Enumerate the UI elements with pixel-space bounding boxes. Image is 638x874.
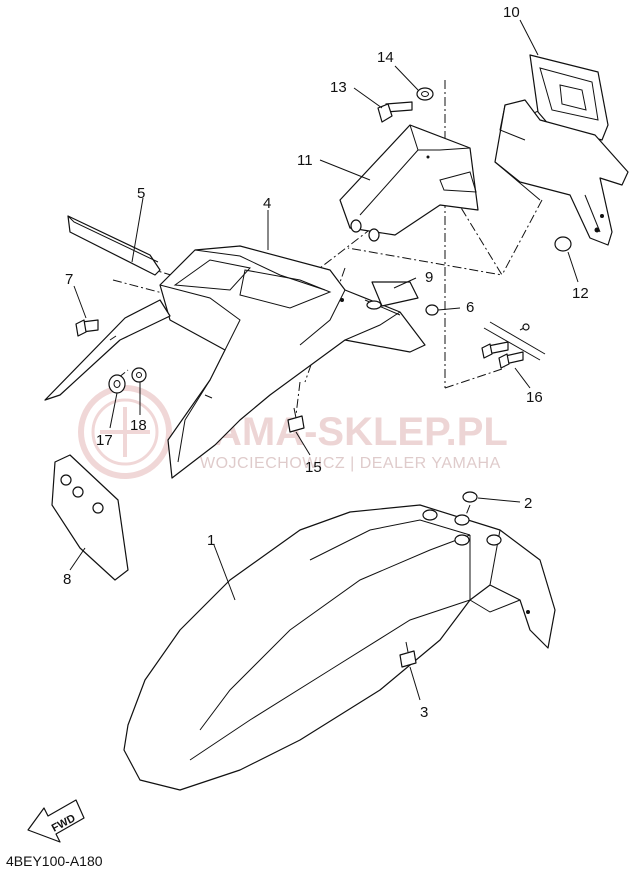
bolt-15 bbox=[287, 407, 305, 433]
rear-fender bbox=[159, 245, 426, 479]
bolt-3 bbox=[399, 641, 417, 668]
decal-label bbox=[371, 281, 419, 307]
watermark-logo bbox=[78, 385, 172, 479]
watermark-sub-text: WOJCIECHOWICZ | DEALER YAMAHA bbox=[200, 455, 501, 472]
nut-17 bbox=[108, 374, 126, 394]
front-fender bbox=[123, 504, 556, 791]
callout-7: 7 bbox=[65, 271, 73, 288]
license-plate-bracket bbox=[494, 54, 629, 246]
fwd-arrow: FWD bbox=[27, 799, 85, 843]
callout-3: 3 bbox=[420, 704, 428, 721]
number-plate bbox=[51, 454, 129, 581]
diagram-code: 4BEY100-A180 bbox=[6, 853, 103, 869]
callout-12: 12 bbox=[572, 285, 589, 302]
collar-14 bbox=[416, 87, 434, 101]
callout-5: 5 bbox=[137, 185, 145, 202]
callout-13: 13 bbox=[330, 79, 347, 96]
callout-4: 4 bbox=[263, 195, 271, 212]
callout-16: 16 bbox=[526, 389, 543, 406]
callout-2: 2 bbox=[524, 495, 532, 512]
callout-17: 17 bbox=[96, 432, 113, 449]
callout-9: 9 bbox=[425, 269, 433, 286]
callout-numbers: 1 2 3 4 5 6 7 8 9 10 11 12 13 14 15 16 1… bbox=[63, 4, 589, 721]
callout-6: 6 bbox=[466, 299, 474, 316]
grommet-6 bbox=[425, 304, 439, 316]
fender-strip bbox=[67, 215, 161, 276]
tail-light-bracket bbox=[339, 124, 479, 242]
reflector bbox=[554, 236, 572, 252]
bolt-7 bbox=[75, 319, 99, 337]
callout-1: 1 bbox=[207, 532, 215, 549]
leader-lines bbox=[69, 19, 579, 701]
washer-18 bbox=[131, 367, 147, 383]
callout-11: 11 bbox=[297, 152, 313, 169]
washer-2 bbox=[462, 491, 478, 503]
side-strip bbox=[44, 299, 171, 401]
bolts-16 bbox=[481, 321, 546, 369]
callout-18: 18 bbox=[130, 417, 147, 434]
bolt-13 bbox=[377, 101, 413, 123]
callout-10: 10 bbox=[503, 4, 520, 21]
callout-8: 8 bbox=[63, 571, 71, 588]
callout-15: 15 bbox=[305, 459, 322, 476]
callout-14: 14 bbox=[377, 49, 394, 66]
